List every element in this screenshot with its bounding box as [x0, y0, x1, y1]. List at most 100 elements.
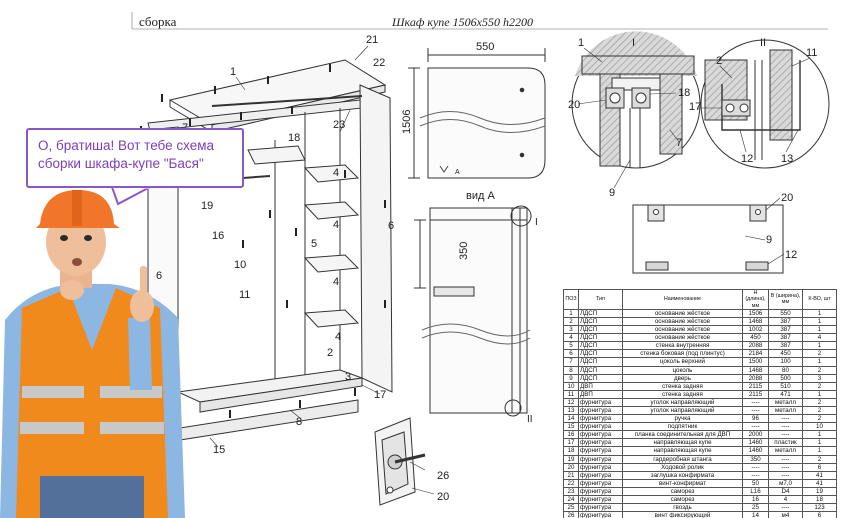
spec-cell-name: саморез: [622, 495, 743, 505]
spec-cell-type: ЛДСП: [578, 349, 623, 359]
spec-cell-type: ЛДСП: [578, 357, 623, 367]
roller-callouts: 20 9 12: [766, 192, 797, 261]
hardware-callouts: 26 20: [437, 470, 449, 503]
callout-1: 1: [230, 66, 236, 78]
callout-4-d: 4: [335, 331, 341, 343]
spec-cell-qty: 3: [802, 373, 837, 383]
spec-cell-type: ЛДСП: [578, 365, 623, 375]
spec-cell-pos: 3: [563, 325, 579, 335]
spec-cell-name: стенка внутренняя: [622, 341, 743, 351]
callout-22: 22: [373, 57, 385, 69]
spec-cell-h: L16: [742, 486, 769, 497]
spec-cell-w: 471: [768, 389, 803, 399]
spec-cell-w: 550: [768, 308, 803, 318]
callout-9-detail: 9: [609, 187, 615, 199]
spec-cell-type: фурнитура: [578, 511, 623, 518]
spec-cell-type: фурнитура: [578, 446, 623, 456]
spec-cell-pos: 5: [563, 341, 579, 351]
callout-10: 10: [234, 259, 246, 271]
drawing-title: Шкаф купе 1506х550 h2200: [391, 15, 533, 29]
callout-20-roller: 20: [781, 192, 793, 204]
spec-cell-qty: 2: [802, 397, 837, 408]
top-view-dimensions: 550 1506 А: [401, 41, 494, 176]
spec-cell-w: ----: [768, 503, 803, 513]
spec-cell-qty: 2: [802, 381, 837, 391]
spec-cell-h: 1468: [742, 316, 769, 327]
callout-13-detail: 13: [781, 153, 793, 165]
wardrobe-isometric: [140, 59, 393, 441]
callout-8: 8: [296, 416, 302, 428]
spec-cell-name: уголок направляющий: [622, 397, 743, 408]
spec-cell-name: уголок направляющий: [622, 406, 743, 416]
spec-cell-type: ДВП: [578, 381, 623, 391]
col-type: Тип: [578, 289, 623, 310]
spec-cell-pos: 12: [563, 397, 579, 408]
spec-cell-h: 2088: [742, 341, 769, 351]
spec-cell-pos: 17: [563, 438, 579, 448]
spec-cell-name: основание жёсткое: [622, 325, 743, 335]
spec-cell-w: D4: [768, 486, 803, 497]
spec-cell-h: 1506: [742, 308, 769, 318]
spec-cell-w: м7,0: [768, 478, 803, 488]
spec-cell-w: ----: [768, 414, 803, 424]
spec-cell-h: ----: [742, 406, 769, 416]
spec-cell-type: фурнитура: [578, 422, 623, 432]
callout-18-detail: 18: [678, 87, 690, 99]
callout-9-roller: 9: [766, 234, 772, 246]
spec-cell-name: планка соединительная для ДВП: [622, 430, 743, 440]
callout-12-roller: 12: [785, 249, 797, 261]
spec-cell-pos: 26: [563, 511, 579, 518]
spec-cell-pos: 19: [563, 454, 579, 464]
spec-cell-pos: 4: [563, 333, 579, 343]
spec-cell-pos: 23: [563, 486, 579, 497]
spec-cell-name: винт-конфирмат: [622, 478, 743, 488]
spec-cell-name: гвоздь: [622, 503, 743, 513]
spec-cell-name: дверь: [622, 373, 743, 383]
spec-cell-type: ЛДСП: [578, 341, 623, 351]
spec-cell-qty: 1: [802, 430, 837, 440]
spec-cell-qty: 6: [802, 511, 837, 518]
spec-cell-qty: 41: [802, 470, 837, 480]
spec-cell-w: ----: [768, 430, 803, 440]
spec-cell-name: стенка задняя: [622, 389, 743, 399]
spec-cell-name: саморез: [622, 486, 743, 497]
spec-cell-qty: 2: [802, 454, 837, 464]
view-a-label: вид А: [466, 190, 495, 202]
callout-20-detail: 20: [568, 99, 580, 111]
spec-cell-name: основание жёсткое: [622, 308, 743, 318]
spec-cell-h: 2115: [742, 381, 769, 391]
spec-cell-pos: 13: [563, 406, 579, 416]
spec-cell-type: фурнитура: [578, 503, 623, 513]
spec-cell-pos: 2: [563, 316, 579, 327]
spec-cell-name: направляющая купе: [622, 446, 743, 456]
spec-cell-pos: 11: [563, 389, 579, 399]
spec-cell-pos: 7: [563, 357, 579, 367]
spec-cell-type: ЛДСП: [578, 316, 623, 327]
spec-cell-h: ----: [742, 397, 769, 408]
spec-cell-h: 1002: [742, 325, 769, 335]
spec-cell-name: цоколь верхний: [622, 357, 743, 367]
callout-17: 17: [374, 389, 386, 401]
spec-cell-name: цоколь: [622, 365, 743, 375]
top-view: [408, 48, 546, 179]
spec-cell-w: ----: [768, 454, 803, 464]
spec-cell-h: 16: [742, 495, 769, 505]
spec-cell-qty: 18: [802, 495, 837, 505]
callout-15: 15: [213, 444, 225, 456]
spec-cell-type: фурнитура: [578, 462, 623, 472]
spec-cell-qty: 19: [802, 486, 837, 497]
